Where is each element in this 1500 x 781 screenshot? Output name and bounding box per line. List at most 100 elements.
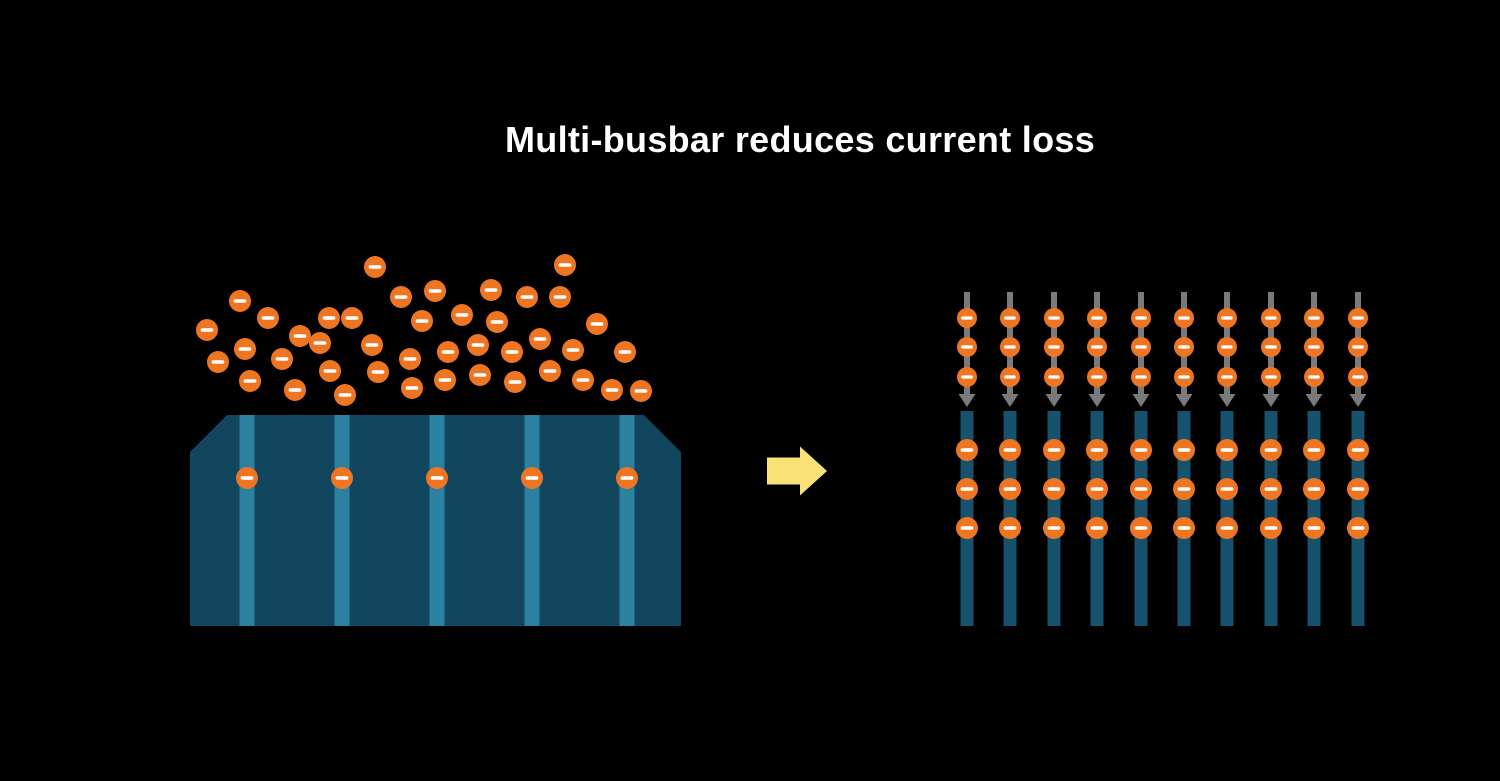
electron-minus-sign [394, 295, 408, 299]
electron-minus-sign [368, 265, 382, 269]
electron-minus-sign [1264, 448, 1278, 452]
electron-minus-sign [1047, 448, 1061, 452]
electron-minus-sign [293, 334, 307, 338]
electron-minus-sign [553, 295, 567, 299]
electron-minus-sign [1134, 448, 1148, 452]
transition-arrow-icon [767, 446, 827, 496]
electron-minus-sign [1264, 526, 1278, 530]
electron-minus-sign [1178, 375, 1190, 379]
electron-minus-sign [1265, 375, 1277, 379]
electron-minus-sign [1090, 526, 1104, 530]
electron-minus-sign [960, 526, 974, 530]
electron-minus-sign [576, 378, 590, 382]
electron-minus-sign [371, 370, 385, 374]
electron-minus-sign [428, 289, 442, 293]
electron-minus-sign [566, 348, 580, 352]
electron-minus-sign [1134, 487, 1148, 491]
electron-minus-sign [471, 343, 485, 347]
electron-minus-sign [403, 357, 417, 361]
current-arrow-head-icon [1218, 394, 1236, 407]
electron-minus-sign [211, 360, 225, 364]
electron-minus-sign [313, 341, 327, 345]
current-arrow-head-icon [1045, 394, 1063, 407]
electron-minus-sign [1178, 345, 1190, 349]
electron-minus-sign [261, 316, 275, 320]
electron-minus-sign [1048, 345, 1060, 349]
electron-minus-sign [1003, 448, 1017, 452]
electron-minus-sign [1003, 487, 1017, 491]
electron-minus-sign [1352, 375, 1364, 379]
current-arrow-head-icon [1349, 394, 1367, 407]
electron-minus-sign [338, 393, 352, 397]
electron-minus-sign [1135, 345, 1147, 349]
busbar-stripe [619, 415, 635, 626]
electron-minus-sign [1047, 487, 1061, 491]
current-arrow-head-icon [958, 394, 976, 407]
electron-minus-sign [1003, 526, 1017, 530]
electron-minus-sign [1308, 345, 1320, 349]
electron-minus-sign [533, 337, 547, 341]
electron-minus-sign [1351, 487, 1365, 491]
current-arrow-head-icon [1001, 394, 1019, 407]
electron-minus-sign [1004, 316, 1016, 320]
electron-minus-sign [335, 476, 349, 480]
electron-minus-sign [1047, 526, 1061, 530]
electron-minus-sign [1091, 375, 1103, 379]
current-arrow-head-icon [1088, 394, 1106, 407]
electron-minus-sign [1220, 526, 1234, 530]
electron-minus-sign [960, 487, 974, 491]
electron-minus-sign [960, 448, 974, 452]
electron-minus-sign [961, 316, 973, 320]
electron-minus-sign [288, 388, 302, 392]
electron-minus-sign [1221, 375, 1233, 379]
electron-minus-sign [1264, 487, 1278, 491]
electron-minus-sign [520, 295, 534, 299]
electron-minus-sign [1351, 448, 1365, 452]
electron-minus-sign [1307, 526, 1321, 530]
electron-minus-sign [505, 350, 519, 354]
current-arrow-head-icon [1305, 394, 1323, 407]
current-arrow-head-icon [1132, 394, 1150, 407]
electron-minus-sign [1220, 448, 1234, 452]
electron-minus-sign [1308, 316, 1320, 320]
electron-minus-sign [1004, 375, 1016, 379]
electron-minus-sign [558, 263, 572, 267]
electron-minus-sign [1048, 375, 1060, 379]
electron-minus-sign [1307, 487, 1321, 491]
electron-minus-sign [508, 380, 522, 384]
electron-minus-sign [1004, 345, 1016, 349]
electron-minus-sign [238, 347, 252, 351]
electron-minus-sign [1265, 316, 1277, 320]
diagram-title: Multi-busbar reduces current loss [504, 119, 1096, 160]
electron-minus-sign [1177, 487, 1191, 491]
electron-minus-sign [543, 369, 557, 373]
electron-minus-sign [1135, 375, 1147, 379]
electron-minus-sign [605, 388, 619, 392]
busbar-stripe [334, 415, 350, 626]
busbar-stripe [429, 415, 445, 626]
electron-minus-sign [620, 476, 634, 480]
electron-minus-sign [1221, 316, 1233, 320]
electron-minus-sign [275, 357, 289, 361]
electron-minus-sign [618, 350, 632, 354]
busbar-stripe [239, 415, 255, 626]
electron-minus-sign [1091, 316, 1103, 320]
electron-minus-sign [438, 378, 452, 382]
electron-minus-sign [1220, 487, 1234, 491]
electron-minus-sign [1352, 316, 1364, 320]
electron-minus-sign [365, 343, 379, 347]
electron-minus-sign [430, 476, 444, 480]
electron-minus-sign [1090, 448, 1104, 452]
electron-minus-sign [323, 369, 337, 373]
current-arrow-head-icon [1262, 394, 1280, 407]
electron-minus-sign [1178, 316, 1190, 320]
electron-minus-sign [233, 299, 247, 303]
electron-minus-sign [1221, 345, 1233, 349]
electron-minus-sign [1351, 526, 1365, 530]
electron-minus-sign [1308, 375, 1320, 379]
electron-minus-sign [961, 345, 973, 349]
electron-minus-sign [634, 389, 648, 393]
electron-minus-sign [1134, 526, 1148, 530]
electron-minus-sign [590, 322, 604, 326]
